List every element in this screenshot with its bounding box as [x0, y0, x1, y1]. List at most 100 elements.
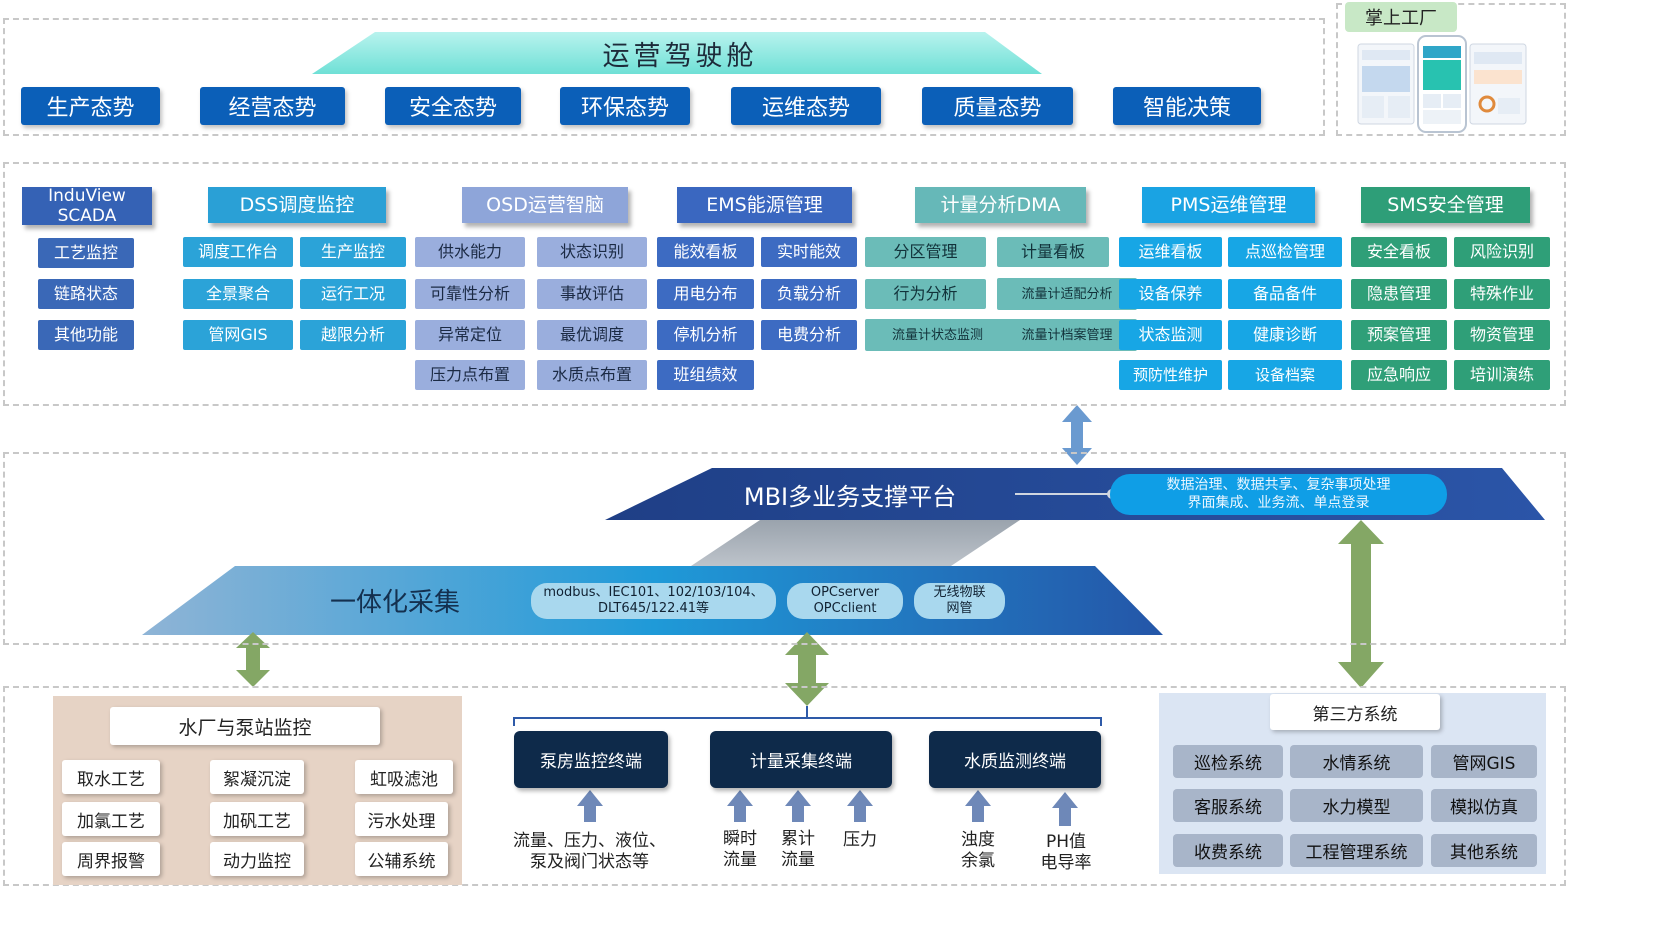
protocol-pill-modbus[interactable]: modbus、IEC101、102/103/104、 DLT645/122.41…	[531, 583, 776, 619]
module-cell[interactable]: 隐患管理	[1351, 279, 1447, 309]
module-cell[interactable]: 应急响应	[1351, 360, 1447, 390]
cockpit-item-production[interactable]: 生产态势	[21, 87, 160, 125]
module-cell[interactable]: 流量计适配分析	[997, 278, 1137, 310]
cockpit-item-environment[interactable]: 环保态势	[560, 87, 690, 125]
module-cell[interactable]: 异常定位	[415, 320, 525, 350]
third-party-cell[interactable]: 模拟仿真	[1431, 789, 1537, 822]
module-cell[interactable]: 分区管理	[865, 237, 986, 267]
plant-cell[interactable]: 絮凝沉淀	[210, 760, 304, 794]
module-cell[interactable]: 实时能效	[761, 237, 857, 267]
up-arrow-5	[965, 790, 991, 822]
module-cell[interactable]: 工艺监控	[38, 238, 134, 268]
terminal-metering[interactable]: 计量采集终端	[710, 731, 892, 788]
up-arrow-1	[577, 790, 603, 822]
cockpit-item-safety[interactable]: 安全态势	[385, 87, 521, 125]
module-cell[interactable]: 备品备件	[1228, 279, 1342, 309]
module-cell[interactable]: 运行工况	[300, 279, 406, 309]
module-cell[interactable]: 用电分布	[657, 279, 754, 309]
plant-cell[interactable]: 取水工艺	[62, 760, 160, 794]
module-dma[interactable]: 计量分析DMA	[915, 187, 1086, 223]
plant-cell[interactable]: 加矾工艺	[210, 802, 304, 836]
module-cell[interactable]: 计量看板	[997, 237, 1109, 267]
module-cell[interactable]: 状态识别	[537, 237, 647, 267]
phone-mockup-icon	[1357, 35, 1527, 133]
module-cell[interactable]: 可靠性分析	[415, 279, 525, 309]
third-party-cell[interactable]: 水情系统	[1290, 745, 1423, 778]
module-cell[interactable]: 风险识别	[1454, 237, 1550, 267]
module-cell[interactable]: 特殊作业	[1454, 279, 1550, 309]
terminal-label-ph: PH值 电导率	[1040, 832, 1092, 873]
plant-title: 水厂与泵站监控	[110, 707, 380, 745]
module-cell[interactable]: 供水能力	[415, 237, 525, 267]
module-sms[interactable]: SMS安全管理	[1361, 187, 1530, 223]
terminal-pump-room[interactable]: 泵房监控终端	[514, 731, 668, 788]
module-cell[interactable]: 最优调度	[537, 320, 647, 350]
third-party-cell[interactable]: 客服系统	[1173, 789, 1283, 822]
third-party-cell[interactable]: 工程管理系统	[1290, 834, 1423, 867]
terminal-water-quality[interactable]: 水质监测终端	[929, 731, 1101, 788]
protocol-pill-opc[interactable]: OPCserver OPCclient	[787, 583, 903, 619]
third-party-cell[interactable]: 巡检系统	[1173, 745, 1283, 778]
cockpit-item-quality[interactable]: 质量态势	[922, 87, 1073, 125]
module-cell[interactable]: 其他功能	[38, 320, 134, 350]
module-cell[interactable]: 负载分析	[761, 279, 857, 309]
module-cell[interactable]: 设备保养	[1119, 279, 1222, 309]
module-cell[interactable]: 越限分析	[300, 320, 406, 350]
plant-cell[interactable]: 虹吸滤池	[355, 760, 453, 794]
module-cell[interactable]: 物资管理	[1454, 320, 1550, 350]
cockpit-item-operation[interactable]: 运维态势	[731, 87, 881, 125]
module-cell[interactable]: 流量计状态监测	[865, 319, 1010, 351]
section-field	[3, 686, 1566, 886]
cockpit-banner	[312, 32, 1042, 74]
module-cell[interactable]: 预案管理	[1351, 320, 1447, 350]
module-cell[interactable]: 全景聚合	[183, 279, 293, 309]
third-party-cell[interactable]: 收费系统	[1173, 834, 1283, 867]
arrow-collect-plant	[236, 632, 270, 687]
third-party-cell[interactable]: 水力模型	[1290, 789, 1423, 822]
module-cell[interactable]: 调度工作台	[183, 237, 293, 267]
cockpit-item-business[interactable]: 经营态势	[200, 87, 345, 125]
module-cell[interactable]: 停机分析	[657, 320, 754, 350]
terminal-label-instant-flow: 瞬时 流量	[723, 829, 757, 870]
module-cell[interactable]: 电费分析	[761, 320, 857, 350]
module-cell[interactable]: 班组绩效	[657, 360, 754, 390]
module-cell[interactable]: 管网GIS	[183, 320, 293, 350]
module-cell[interactable]: 流量计档案管理	[997, 319, 1137, 351]
terminal-label-flow-pressure: 流量、压力、液位、 泵及阀门状态等	[513, 831, 666, 872]
plant-cell[interactable]: 污水处理	[355, 802, 448, 836]
module-pms[interactable]: PMS运维管理	[1142, 187, 1315, 223]
plant-cell[interactable]: 公辅系统	[355, 842, 448, 876]
module-cell[interactable]: 点巡检管理	[1228, 237, 1342, 267]
terminal-label-pressure: 压力	[843, 830, 877, 850]
protocol-pill-wireless[interactable]: 无线物联 网管	[914, 583, 1005, 619]
cockpit-item-decision[interactable]: 智能决策	[1113, 87, 1261, 125]
mbi-desc-line1: 数据治理、数据共享、复杂事项处理	[1166, 477, 1391, 493]
arrow-modules-mbi	[1062, 405, 1092, 465]
module-cell[interactable]: 设备档案	[1228, 360, 1342, 390]
module-osd[interactable]: OSD运营智脑	[462, 187, 628, 223]
module-cell[interactable]: 水质点布置	[537, 360, 647, 390]
module-cell[interactable]: 运维看板	[1119, 237, 1222, 267]
section-cockpit	[3, 18, 1325, 136]
module-cell[interactable]: 能效看板	[657, 237, 754, 267]
module-dss[interactable]: DSS调度监控	[208, 187, 386, 223]
module-cell[interactable]: 事故评估	[537, 279, 647, 309]
module-induview-scada[interactable]: InduView SCADA	[22, 186, 152, 226]
plant-cell[interactable]: 周界报警	[62, 842, 160, 876]
third-party-cell[interactable]: 其他系统	[1431, 834, 1537, 867]
module-cell[interactable]: 安全看板	[1351, 237, 1447, 267]
module-cell[interactable]: 健康诊断	[1228, 320, 1342, 350]
module-cell[interactable]: 状态监测	[1119, 320, 1222, 350]
module-cell[interactable]: 预防性维护	[1119, 360, 1222, 390]
module-cell[interactable]: 行为分析	[865, 279, 986, 309]
module-cell[interactable]: 培训演练	[1454, 360, 1550, 390]
third-party-cell[interactable]: 管网GIS	[1431, 745, 1537, 778]
module-cell[interactable]: 压力点布置	[415, 360, 525, 390]
module-cell[interactable]: 生产监控	[300, 237, 406, 267]
plant-cell[interactable]: 动力监控	[210, 842, 304, 876]
module-cell[interactable]: 链路状态	[38, 279, 134, 309]
plant-cell[interactable]: 加氯工艺	[62, 802, 160, 836]
up-arrow-4	[847, 790, 873, 822]
module-ems[interactable]: EMS能源管理	[677, 187, 852, 223]
third-party-title: 第三方系统	[1270, 694, 1440, 730]
